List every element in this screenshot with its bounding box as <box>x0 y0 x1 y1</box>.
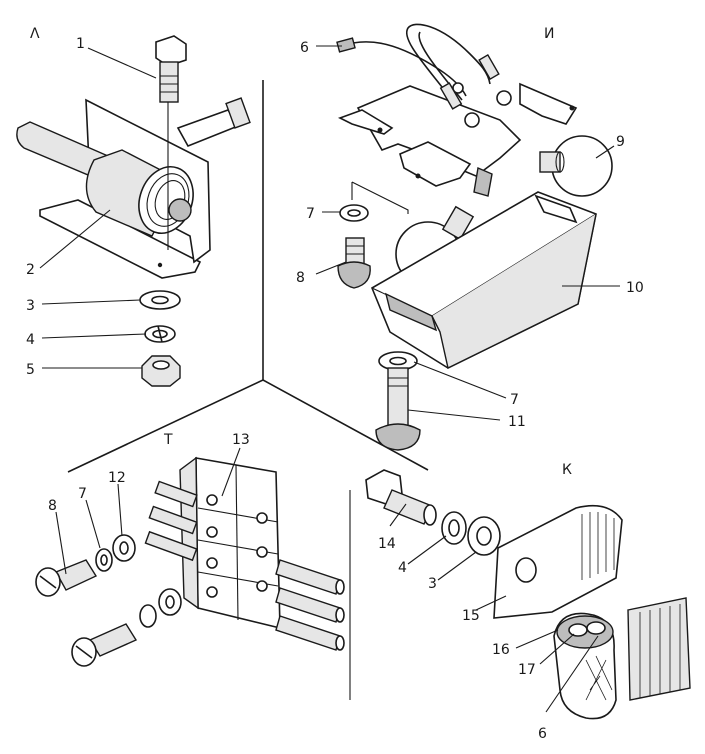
washer-3-center <box>467 516 501 556</box>
callout-12: 12 <box>108 470 126 486</box>
screw-8-top <box>337 237 371 289</box>
section-label-k: К <box>562 462 572 478</box>
washer-7-top <box>339 204 369 222</box>
callout-10: 10 <box>626 280 644 296</box>
terminal-block-13 <box>179 456 281 630</box>
callout-16: 16 <box>492 642 510 658</box>
clamp-mount-block <box>627 597 691 701</box>
callout-7-terminal: 7 <box>78 486 87 502</box>
section-label-l: Λ <box>30 26 40 42</box>
lamp-housing-10 <box>370 191 597 370</box>
lock-washer-7-terminal <box>95 548 113 572</box>
bolt-11 <box>375 367 421 451</box>
bolt-14-set <box>365 469 501 556</box>
callout-11: 11 <box>508 414 526 430</box>
section-label-i: И <box>544 26 554 42</box>
callout-15: 15 <box>462 608 480 624</box>
lamp-9 <box>539 135 613 197</box>
terminal-wires-left <box>144 480 198 562</box>
section-t-terminal-block <box>35 456 345 667</box>
section-k-clamp <box>493 504 691 720</box>
adjust-screw <box>176 109 240 148</box>
section-dividers <box>67 80 429 700</box>
washer-12 <box>112 534 136 562</box>
washer-4-center <box>441 511 467 545</box>
clamp-bracket-15 <box>493 504 623 619</box>
callout-3-center: 3 <box>428 576 437 592</box>
callout-4-center: 4 <box>398 560 407 576</box>
callout-7-lower: 7 <box>510 392 519 408</box>
callout-3: 3 <box>26 298 35 314</box>
callout-6-top: 6 <box>300 40 309 56</box>
lock-washer-4 <box>144 325 176 343</box>
callout-14: 14 <box>378 536 396 552</box>
screw-lower-terminal <box>71 588 182 667</box>
wire-loop <box>405 23 491 105</box>
section-i-lamp-housing <box>336 23 613 451</box>
callout-13: 13 <box>232 432 250 448</box>
terminal-wires-right <box>275 559 345 651</box>
callout-9: 9 <box>616 134 625 150</box>
callout-8-top: 8 <box>296 270 305 286</box>
callout-8-terminal: 8 <box>48 498 57 514</box>
cable-clamp-16-17 <box>553 612 617 720</box>
callout-5: 5 <box>26 362 35 378</box>
solenoid-base-plate <box>39 199 202 279</box>
section-label-t: Т <box>163 432 173 448</box>
callout-7-top: 7 <box>306 206 315 222</box>
section-l-solenoid-assembly <box>16 35 251 387</box>
leader-lines <box>39 45 620 713</box>
washer-7-lower <box>378 351 418 371</box>
callout-4: 4 <box>26 332 35 348</box>
callout-6-bottom: 6 <box>538 726 547 742</box>
callout-17: 17 <box>518 662 536 678</box>
bolt-1 <box>155 35 187 103</box>
screw-8-terminal <box>35 559 98 597</box>
callout-2: 2 <box>26 262 35 278</box>
callout-1: 1 <box>76 36 85 52</box>
washer-3 <box>139 290 181 310</box>
nut-5 <box>141 355 181 387</box>
